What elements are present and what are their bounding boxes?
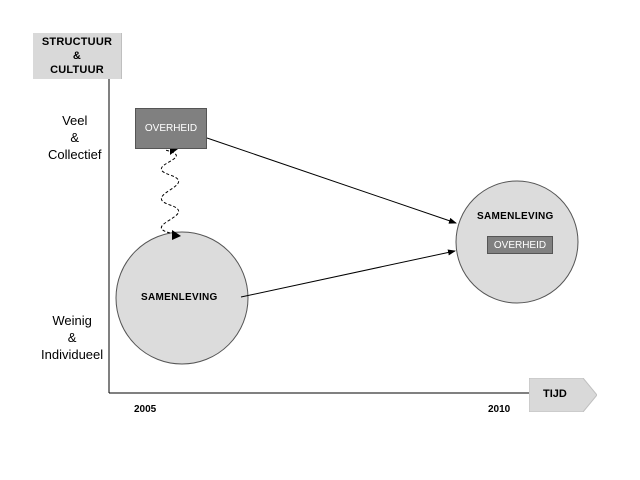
arrow-society-to-society-2010 <box>240 249 456 298</box>
wavy-arrow-head-bottom <box>172 230 181 240</box>
x-axis-arrow-shape <box>528 377 598 413</box>
y-axis-title-line-2: & <box>72 50 82 62</box>
society-2010-label: SAMENLEVING <box>477 211 554 222</box>
bottom-label-line-2: & <box>67 330 77 345</box>
top-label-line-3: Collectief <box>48 147 102 162</box>
y-axis-title-line-3: CULTUUR <box>50 64 104 76</box>
y-axis-title: STRUCTUUR & CULTUUR <box>33 33 122 79</box>
wavy-interaction-arrow <box>160 149 179 234</box>
bottom-label-line-3: Individueel <box>41 347 104 362</box>
y-axis-top-label: Veel & Collectief <box>48 112 101 163</box>
x-axis-title: TIJD <box>543 388 567 400</box>
y-axis-bottom-label: Weinig & Individueel <box>41 312 103 363</box>
society-2005-circle <box>115 231 249 365</box>
y-axis-title-line-1: STRUCTUUR <box>41 36 113 48</box>
arrow-government-to-society-2010 <box>206 137 457 224</box>
top-label-line-2: & <box>70 130 80 145</box>
x-axis-start-year: 2005 <box>134 404 157 415</box>
x-axis-end-year: 2010 <box>488 404 511 415</box>
government-2005-box: OVERHEID <box>135 108 207 149</box>
bottom-label-line-1: Weinig <box>52 313 92 328</box>
x-axis-title-arrow: TIJD <box>528 377 598 413</box>
government-2010-box: OVERHEID <box>487 236 553 254</box>
society-2005-label: SAMENLEVING <box>141 292 218 303</box>
top-label-line-1: Veel <box>62 113 88 128</box>
